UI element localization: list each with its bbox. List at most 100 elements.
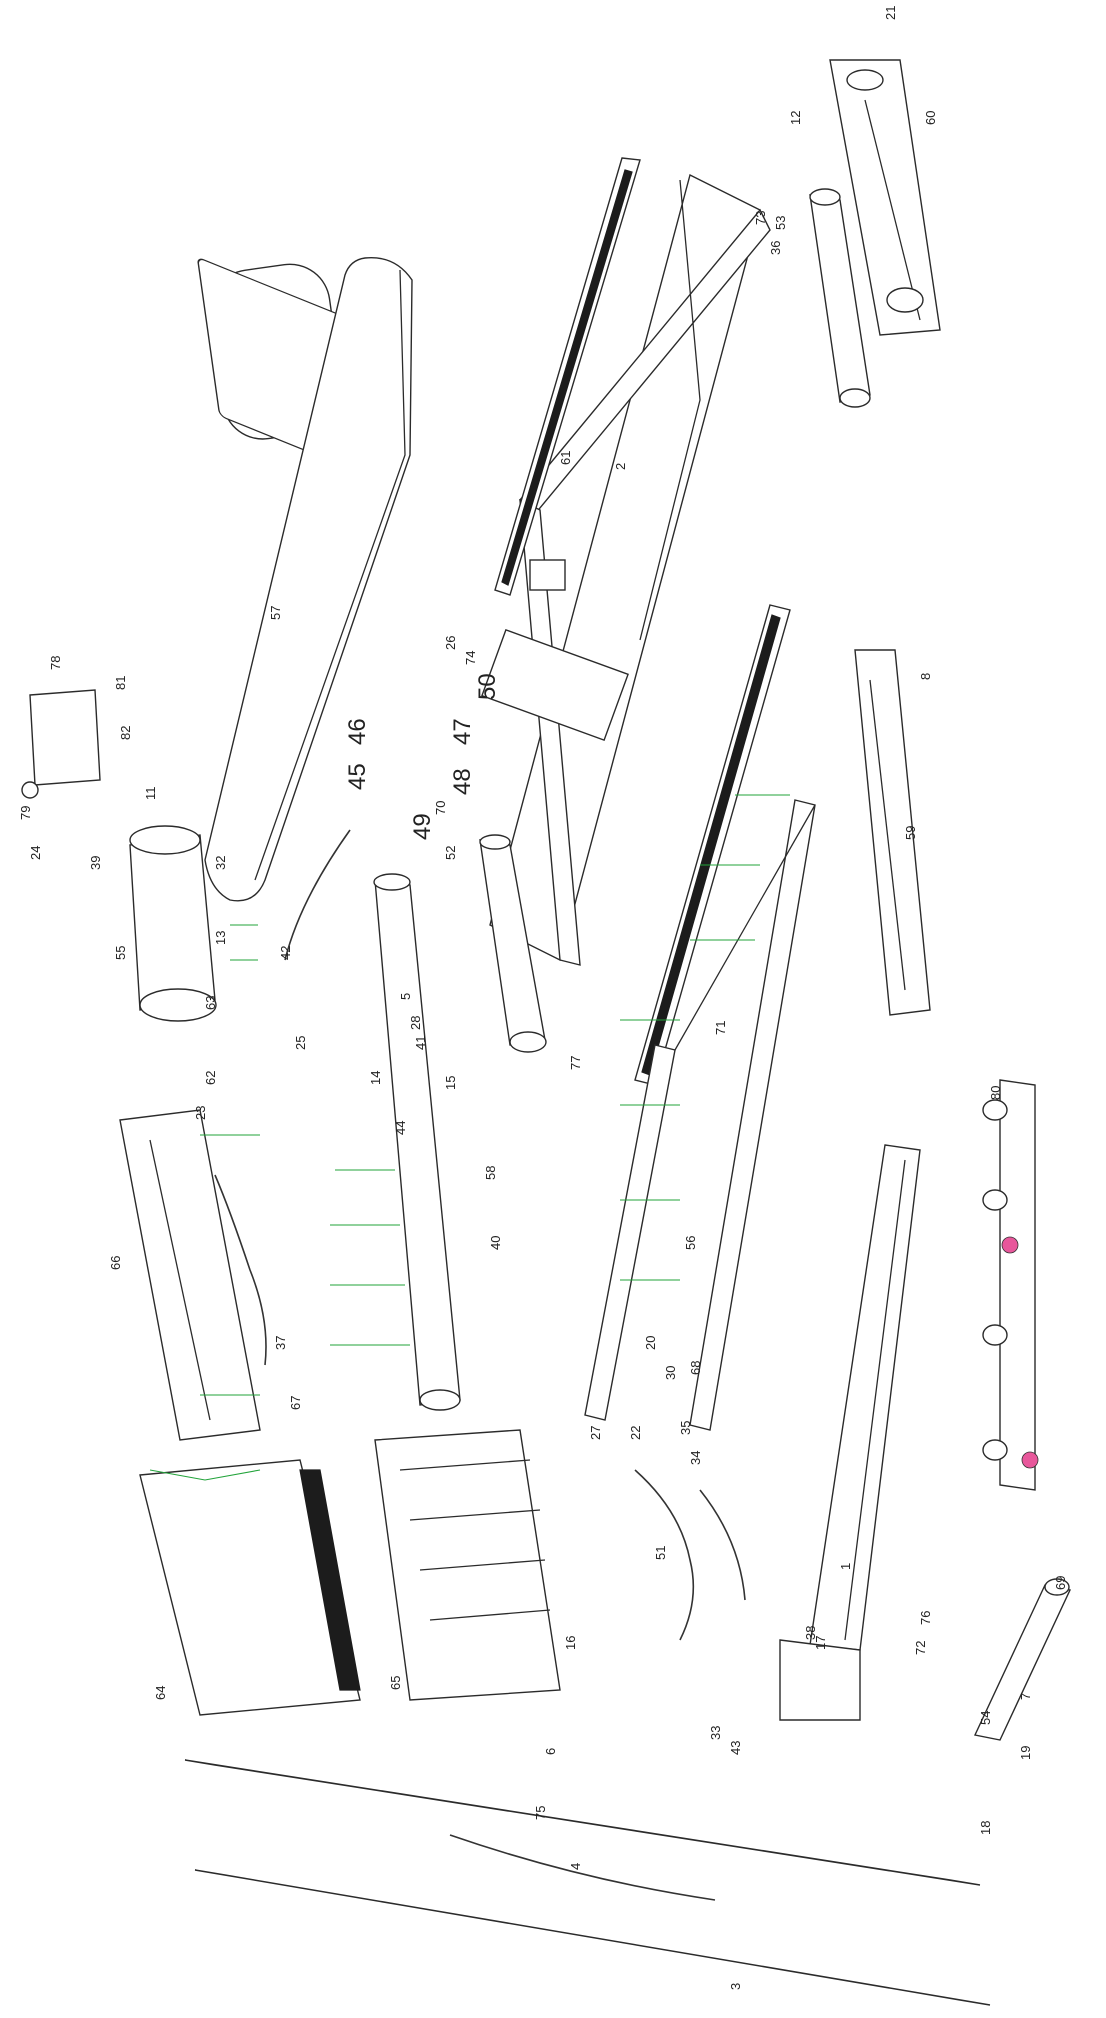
callout-label: 66: [108, 1256, 123, 1270]
callout-label: 48: [449, 768, 476, 795]
callout-label: 39: [88, 856, 103, 870]
callout-label: 8: [918, 673, 933, 680]
callout-label: 20: [643, 1336, 658, 1350]
side-skirt-3: [194, 1869, 991, 2006]
callout-label: 23: [193, 1106, 208, 1120]
callout-label: 56: [683, 1236, 698, 1250]
callout-label: 4: [568, 1863, 583, 1870]
callout-label: 72: [913, 1641, 928, 1655]
callout-label: 15: [443, 1076, 458, 1090]
callout-label: 46: [344, 718, 371, 745]
callout-label: 52: [443, 846, 458, 860]
callout-label: 6: [543, 1748, 558, 1755]
base-frame-56: [584, 799, 816, 1431]
callout-label: 54: [978, 1711, 993, 1725]
callout-label: 17: [813, 1636, 828, 1650]
front-cover-59: [854, 649, 931, 1016]
callout-label: 73: [753, 211, 768, 225]
callout-label: 37: [273, 1336, 288, 1350]
side-skirt-4: [184, 1759, 981, 1886]
callout-label: 12: [788, 111, 803, 125]
callout-label: 64: [153, 1686, 168, 1700]
callout-label: 51: [653, 1546, 668, 1560]
console-frame-65: [374, 1429, 561, 1701]
callout-label: 30: [663, 1366, 678, 1380]
callout-label: 44: [393, 1121, 408, 1135]
upright-tube-5: [373, 873, 461, 1411]
side-rail-61-upper: [494, 157, 641, 596]
console-panel-64: [139, 1459, 361, 1716]
shock-7: [973, 1578, 1072, 1741]
callout-label: 36: [768, 241, 783, 255]
leader-lines: [149, 794, 790, 1481]
callout-label: 11: [143, 787, 158, 801]
callout-label: 22: [628, 1426, 643, 1440]
callout-label: 81: [113, 676, 128, 690]
callout-label: 21: [883, 6, 898, 20]
callout-label: 1: [838, 1563, 853, 1570]
callout-label: 68: [688, 1361, 703, 1375]
callout-label: 34: [688, 1451, 703, 1465]
cable-36: [449, 1834, 716, 1901]
callout-label: 18: [978, 1821, 993, 1835]
callout-label: 77: [568, 1056, 583, 1070]
callout-label: 69: [1053, 1576, 1068, 1590]
callout-label: 79: [18, 806, 33, 820]
callout-label: 67: [288, 1396, 303, 1410]
callout-label: 35: [678, 1421, 693, 1435]
controller-78: [21, 689, 101, 799]
cable-38: [699, 1489, 746, 1601]
callout-label: 5: [398, 993, 413, 1000]
callout-label: 47: [449, 718, 476, 745]
rear-roller-53: [809, 188, 871, 408]
callout-label: 65: [388, 1676, 403, 1690]
callout-label: 78: [48, 656, 63, 670]
callout-label: 58: [483, 1166, 498, 1180]
callout-label: 40: [488, 1236, 503, 1250]
callout-label: 27: [588, 1426, 603, 1440]
upright-frame-1: [779, 1144, 921, 1721]
callout-label: 3: [728, 1983, 743, 1990]
callout-label: 71: [713, 1021, 728, 1035]
callout-label: 75: [533, 1806, 548, 1820]
cable-42: [284, 829, 351, 961]
callout-label: 26: [443, 636, 458, 650]
deck-board-outline-57: [204, 256, 413, 902]
main-frame-2: [481, 173, 771, 966]
cable-51: [634, 1469, 695, 1641]
callout-label: 13: [213, 931, 228, 945]
callout-labels: 1 2 3 4 5 6 7 8 11 12 13 14 15 16 17 18 …: [18, 6, 1068, 1990]
callout-label: 63: [203, 996, 218, 1010]
callout-label: 50: [474, 673, 501, 700]
callout-label: 55: [113, 946, 128, 960]
callout-label: 41: [413, 1036, 428, 1050]
callout-label: 61: [558, 451, 573, 465]
callout-label: 25: [293, 1036, 308, 1050]
callout-label: 45: [344, 763, 371, 790]
callout-label: 60: [923, 111, 938, 125]
callout-label: 38: [803, 1626, 818, 1640]
callout-label: 32: [213, 856, 228, 870]
callout-label: 42: [278, 946, 293, 960]
callout-label: 70: [433, 801, 448, 815]
callout-label: 57: [268, 606, 283, 620]
callout-label: 74: [463, 651, 478, 665]
callout-label: 76: [918, 1611, 933, 1625]
callout-label: 33: [708, 1726, 723, 1740]
callout-label: 80: [988, 1086, 1003, 1100]
callout-label: 62: [203, 1071, 218, 1085]
callout-label: 53: [773, 216, 788, 230]
handrail-cover-66: [119, 1109, 261, 1441]
rear-cap-60: [829, 59, 941, 336]
callout-label: 28: [408, 1016, 423, 1030]
wheel-axle-80: [982, 1079, 1039, 1491]
front-roller-52: [479, 834, 547, 1053]
callout-label: 19: [1018, 1746, 1033, 1760]
callout-label: 24: [28, 846, 43, 860]
callout-label: 82: [118, 726, 133, 740]
callout-label: 14: [368, 1071, 383, 1085]
callout-label: 49: [409, 813, 436, 840]
callout-label: 59: [903, 826, 918, 840]
callout-label: 16: [563, 1636, 578, 1650]
callout-label: 43: [728, 1741, 743, 1755]
